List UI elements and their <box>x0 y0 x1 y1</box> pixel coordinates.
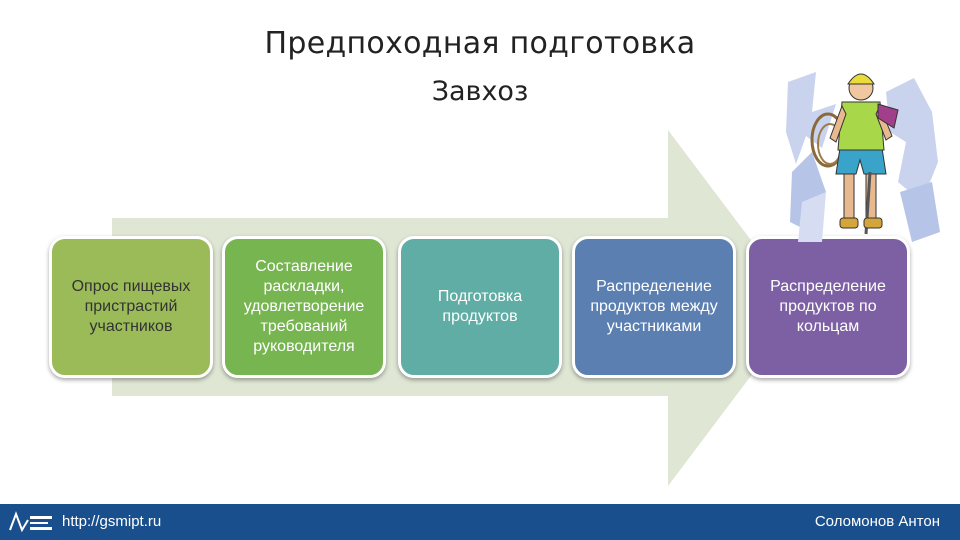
gsmipt-logo-icon <box>9 511 52 533</box>
process-step-food-preparation: Подготовка продуктов <box>398 236 562 378</box>
slide-title: Предпоходная подготовка <box>264 26 696 61</box>
process-step-menu-planning: Составление раскладки, удовлетворение тр… <box>222 236 386 378</box>
footer-author: Соломонов Антон <box>814 513 940 530</box>
process-step-food-survey: Опрос пищевых пристрастий участников <box>49 236 213 378</box>
process-step-distribution-participants: Распределение продуктов между участникам… <box>572 236 736 378</box>
slide-subtitle: Завхоз <box>431 76 529 107</box>
climber-illustration <box>786 72 940 242</box>
process-step-label: Распределение продуктов по кольцам <box>770 278 886 335</box>
process-step-label: Опрос пищевых пристрастий участников <box>71 278 191 335</box>
footer-url-link[interactable]: http://gsmipt.ru <box>62 513 162 530</box>
process-step-label: Составление раскладки, удовлетворение тр… <box>243 258 365 355</box>
process-step-distribution-rings: Распределение продуктов по кольцам <box>746 236 910 378</box>
process-step-label: Распределение продуктов между участникам… <box>590 278 718 335</box>
process-step-label: Подготовка продуктов <box>437 288 523 325</box>
footer-bar: http://gsmipt.ru Соломонов Антон <box>0 504 960 540</box>
